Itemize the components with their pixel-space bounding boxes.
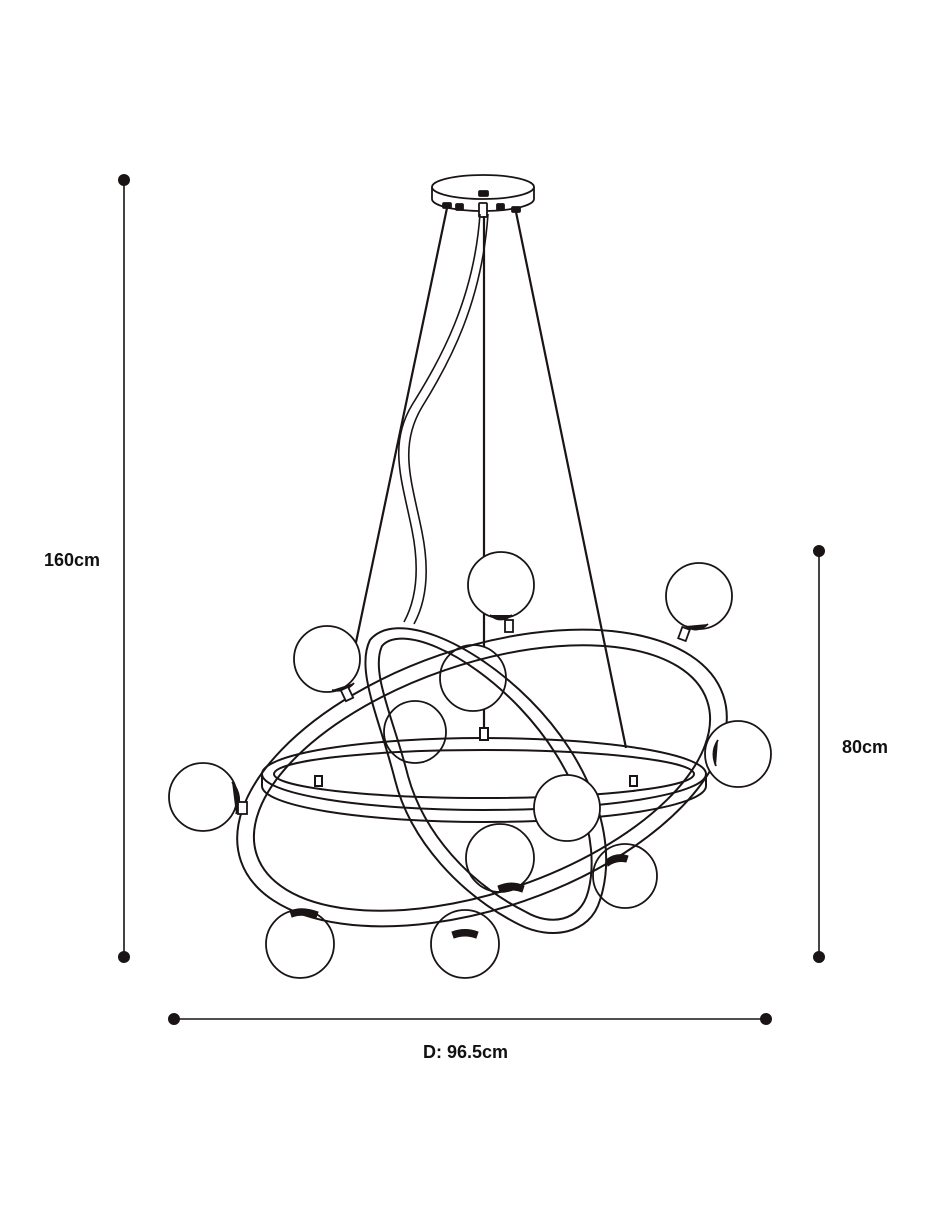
- ceiling-canopy: [431, 174, 535, 218]
- dimension-endpoint-dot: [118, 951, 130, 963]
- globe-bottom-center: [430, 909, 500, 979]
- globe-top-center: [467, 551, 535, 619]
- diameter-label: D: 96.5cm: [423, 1042, 509, 1062]
- bottom-sockets: [289, 854, 629, 939]
- globe-right-middle: [704, 720, 772, 788]
- globe-back-left: [383, 700, 447, 764]
- socket: [237, 801, 248, 815]
- globe-left-upper: [293, 625, 361, 693]
- socket: [504, 619, 514, 633]
- socket: [677, 625, 691, 643]
- ring-inner-twisted: [364, 627, 608, 934]
- dimension-endpoint-dot: [813, 951, 825, 963]
- dimension-diameter: [168, 1013, 772, 1025]
- total-height-label: 160cm: [44, 550, 101, 570]
- socket: [339, 685, 355, 703]
- dimension-endpoint-dot: [760, 1013, 772, 1025]
- globes-front: [168, 551, 772, 842]
- globe-top-right: [665, 562, 733, 630]
- power-cord: [397, 213, 489, 625]
- dimension-endpoint-dot: [118, 174, 130, 186]
- body-height-label: 80cm: [842, 737, 889, 757]
- dimension-body-height: [813, 545, 825, 963]
- dimension-total-height: [118, 174, 130, 963]
- globe-front-center: [533, 774, 601, 842]
- dimension-endpoint-dot: [813, 545, 825, 557]
- globes-back: [265, 644, 658, 979]
- globe-far-left: [168, 762, 238, 832]
- globe-lower-center: [465, 823, 535, 893]
- dimension-endpoint-dot: [168, 1013, 180, 1025]
- ring-horizontal: [261, 727, 707, 823]
